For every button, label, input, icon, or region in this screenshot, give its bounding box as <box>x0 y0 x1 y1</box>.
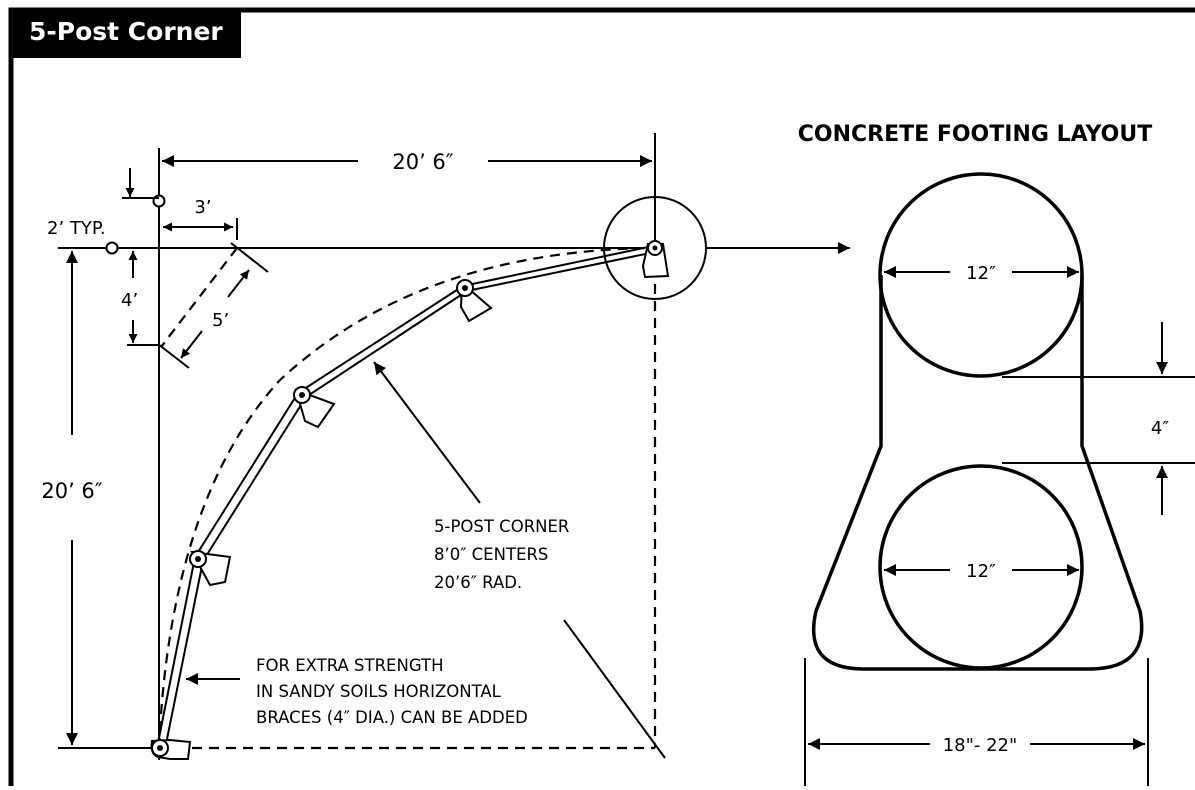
footing-top-circle <box>878 172 1084 378</box>
dashed-arc <box>157 246 656 749</box>
braces-callout-line3: BRACES (4″ DIA.) CAN BE ADDED <box>256 708 528 727</box>
diag-arrow-b <box>180 330 203 359</box>
bottom-diameter-label: 12″ <box>966 561 996 582</box>
post-3 <box>293 386 336 429</box>
braces-callout-line2: IN SANDY SOILS HORIZONTAL <box>256 682 502 701</box>
gap-label: 4″ <box>1151 418 1169 439</box>
footing-outline <box>811 275 1144 671</box>
post-1 <box>150 738 192 760</box>
offset-post-left <box>105 241 119 255</box>
typ-label: 2’ TYP. <box>47 218 106 239</box>
offset-4-label: 4’ <box>121 290 138 311</box>
braces-callout-line1: FOR EXTRA STRENGTH <box>256 656 444 675</box>
offset-3-label: 3’ <box>194 197 211 218</box>
diag-dashed-brace <box>160 247 238 348</box>
posts-callout-leader <box>373 361 481 504</box>
page-title: 5-Post Corner <box>29 17 223 46</box>
diag-tick-top <box>230 242 269 273</box>
footing-heading: CONCRETE FOOTING LAYOUT <box>798 122 1152 147</box>
post-4 <box>456 279 493 323</box>
diag-5-label: 5’ <box>212 310 229 331</box>
posts-callout-line1: 5-POST CORNER <box>434 517 569 536</box>
posts-callout-line3: 20’6″ RAD. <box>434 573 522 592</box>
post-detail-circle <box>603 196 707 300</box>
width-dim-label: 20’ 6″ <box>392 150 453 174</box>
title-tab <box>11 9 241 58</box>
diag-arrow-a <box>227 269 250 298</box>
base-width-label: 18"- 22" <box>943 735 1018 756</box>
top-diameter-label: 12″ <box>966 263 996 284</box>
diag-tick-bottom <box>157 343 190 369</box>
radius-leader-line <box>563 619 666 759</box>
post-2 <box>189 550 232 587</box>
footing-bottom-circle <box>878 464 1084 670</box>
post-5 <box>641 240 670 279</box>
height-dim-label: 20’ 6″ <box>41 479 102 503</box>
posts-callout-line2: 8’0″ CENTERS <box>434 545 548 564</box>
